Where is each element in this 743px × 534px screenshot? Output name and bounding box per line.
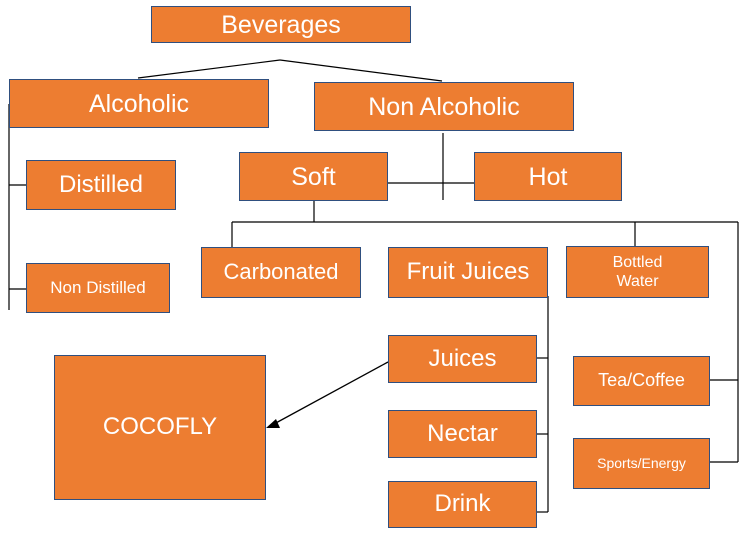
beverages-label: Beverages (221, 10, 341, 39)
beverages-node: Beverages (151, 6, 411, 43)
distilled-label: Distilled (58, 170, 144, 198)
cocofly-label: COCOFLY (102, 413, 218, 441)
hot-label: Hot (528, 162, 568, 191)
tea-coffee-label: Tea/Coffee (598, 370, 685, 391)
nectar-node: Nectar (388, 410, 537, 458)
non-alcoholic-node: Non Alcoholic (314, 82, 574, 131)
soft-label: Soft (291, 162, 336, 191)
drink-label: Drink (434, 490, 491, 518)
nectar-label: Nectar (427, 419, 498, 447)
sports-energy-node: Sports/Energy (573, 438, 710, 489)
fruit-juices-label: Fruit Juices (406, 258, 530, 286)
carbonated-label: Carbonated (223, 259, 339, 285)
tea-coffee-node: Tea/Coffee (573, 356, 710, 406)
distilled-node: Distilled (26, 160, 176, 210)
alcoholic-node: Alcoholic (9, 79, 269, 128)
alcoholic-label: Alcoholic (88, 89, 190, 118)
hot-node: Hot (474, 152, 622, 201)
non-distilled-node: Non Distilled (26, 263, 170, 313)
carbonated-node: Carbonated (201, 247, 361, 298)
fruit-juices-node: Fruit Juices (388, 247, 548, 298)
non-alcoholic-label: Non Alcoholic (368, 92, 520, 121)
cocofly-node: COCOFLY (54, 355, 266, 500)
sports-energy-label: Sports/Energy (597, 455, 686, 472)
juices-node: Juices (388, 335, 537, 383)
juices-label: Juices (428, 344, 497, 372)
soft-node: Soft (239, 152, 388, 201)
bottled-water-node: Bottled Water (566, 246, 709, 298)
bottled-water-label: Bottled Water (612, 253, 663, 290)
non-distilled-label: Non Distilled (50, 277, 146, 297)
drink-node: Drink (388, 481, 537, 528)
